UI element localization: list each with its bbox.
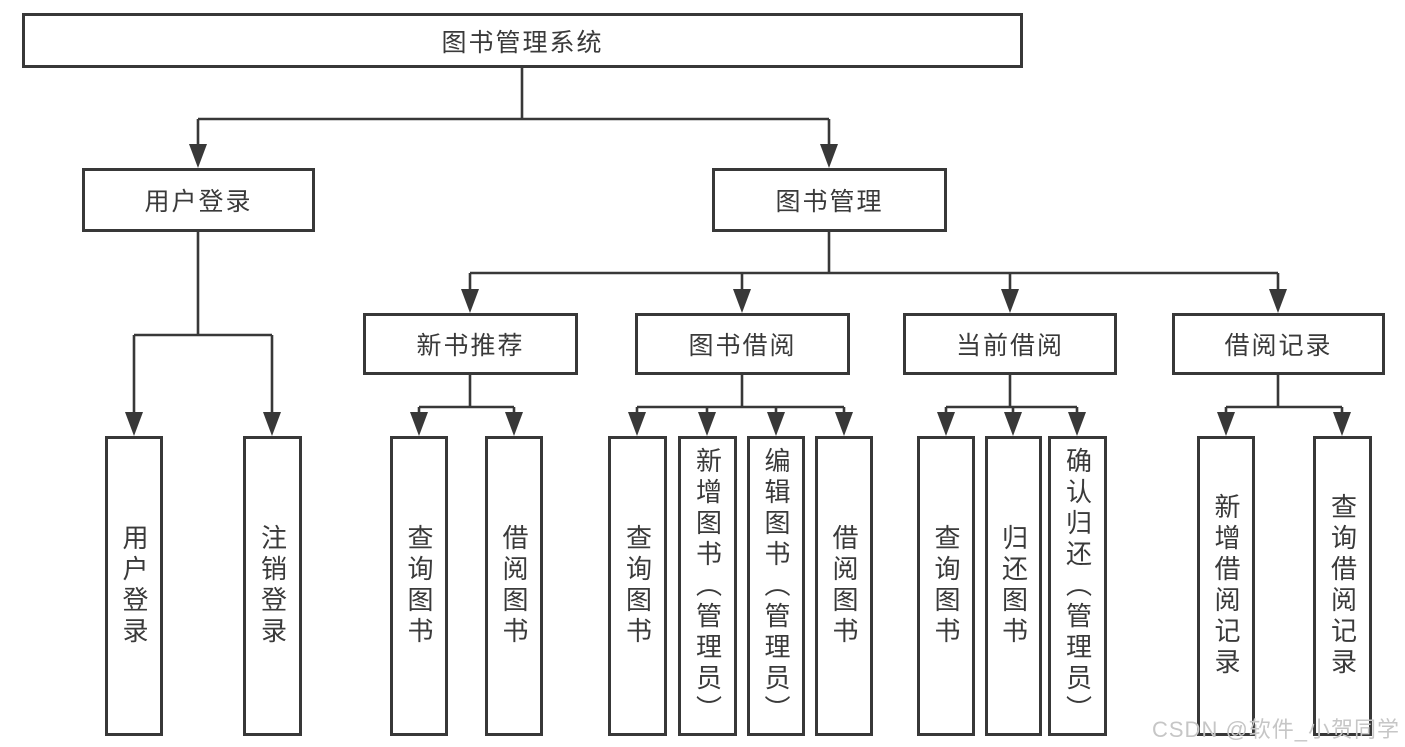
connector-bookborrow-to-leaves [628, 375, 853, 436]
node-label: 图书管理系统 [441, 28, 604, 57]
node-label: 图书借阅 [688, 332, 797, 360]
leaf-query-borrow-record: 查询借阅记录 [1313, 436, 1372, 736]
leaf-add-book-admin: 新增图书（管理员） [678, 436, 737, 736]
connector-userlogin-to-leaves [125, 232, 281, 436]
leaf-label: 查询借阅记录 [1327, 493, 1358, 679]
leaf-label: 查询图书 [404, 524, 434, 648]
node-label: 图书管理 [775, 188, 884, 216]
leaf-label: 借阅图书 [829, 524, 859, 648]
node-library-system: 图书管理系统 [22, 13, 1023, 68]
leaf-borrow-books-2: 借阅图书 [815, 436, 873, 736]
leaf-query-books-2: 查询图书 [608, 436, 667, 736]
leaf-label: 新增图书（管理员） [692, 446, 723, 726]
leaf-logout: 注销登录 [243, 436, 302, 736]
leaf-query-books-3: 查询图书 [917, 436, 975, 736]
leaf-return-books: 归还图书 [985, 436, 1042, 736]
node-borrow-records: 借阅记录 [1172, 313, 1385, 375]
leaf-confirm-return-admin: 确认归还（管理员） [1048, 436, 1107, 736]
leaf-label: 归还图书 [998, 524, 1029, 648]
node-book-borrow: 图书借阅 [635, 313, 850, 375]
leaf-borrow-books-1: 借阅图书 [485, 436, 543, 736]
node-book-management: 图书管理 [712, 168, 947, 232]
leaf-label: 注销登录 [257, 524, 288, 648]
leaf-label: 确认归还（管理员） [1062, 446, 1093, 726]
node-label: 新书推荐 [416, 332, 525, 360]
leaf-query-books-1: 查询图书 [390, 436, 448, 736]
leaf-label: 新增借阅记录 [1211, 493, 1241, 679]
leaf-label: 编辑图书（管理员） [761, 446, 791, 726]
node-user-login: 用户登录 [82, 168, 315, 232]
connector-currentborrow-to-leaves [937, 375, 1086, 436]
leaf-edit-book-admin: 编辑图书（管理员） [747, 436, 805, 736]
connector-newbook-to-leaves [410, 375, 523, 436]
connector-bookmgmt-to-level3 [461, 232, 1287, 313]
leaf-label: 查询图书 [931, 524, 961, 648]
leaf-label: 借阅图书 [499, 524, 529, 648]
leaf-user-login: 用户登录 [105, 436, 163, 736]
leaf-add-borrow-record: 新增借阅记录 [1197, 436, 1255, 736]
connector-root-to-level2 [189, 68, 838, 168]
node-new-book-recommend: 新书推荐 [363, 313, 578, 375]
node-label: 用户登录 [144, 188, 253, 216]
node-label: 借阅记录 [1224, 332, 1333, 360]
node-current-borrow: 当前借阅 [903, 313, 1117, 375]
csdn-watermark: CSDN @软件_小贺同学 [1152, 717, 1401, 742]
connector-records-to-leaves [1217, 375, 1351, 436]
leaf-label: 用户登录 [119, 524, 149, 648]
node-label: 当前借阅 [955, 332, 1064, 360]
leaf-label: 查询图书 [622, 524, 653, 648]
